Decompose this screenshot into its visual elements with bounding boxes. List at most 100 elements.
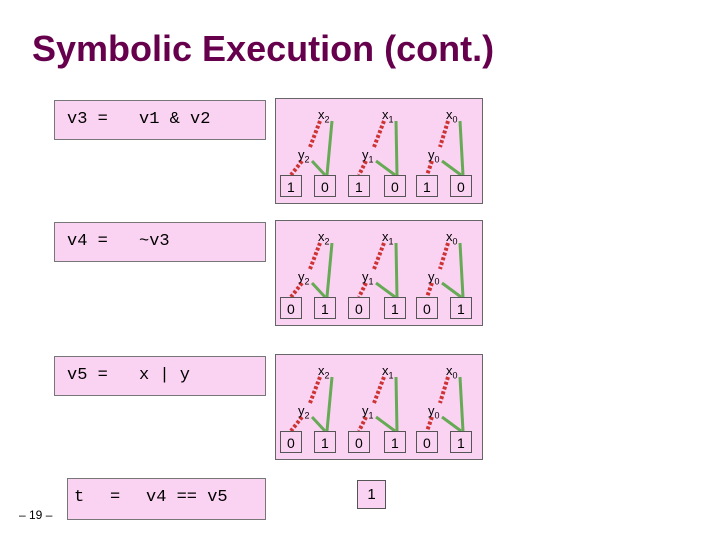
bdd-leaf: 1 [450, 431, 472, 453]
bdd-edges [289, 242, 465, 299]
edge-y1-high [375, 281, 396, 299]
bdd-node-y0: y0 [428, 147, 440, 165]
bdd-leaf-value: 1 [321, 301, 329, 317]
bdd-node-x2: x2 [318, 107, 330, 125]
edge-x0-high [458, 242, 465, 298]
edge-x2-to-y2 [308, 376, 322, 404]
edge-x2-high [325, 376, 334, 432]
bdd-node-x0: x0 [446, 107, 458, 125]
bdd-leaf: 1 [314, 297, 336, 319]
bdd-leaf: 0 [280, 297, 302, 319]
bdd-node-y0: y0 [428, 403, 440, 421]
edge-y2-low [289, 415, 304, 433]
bdd-node-y1: y1 [362, 269, 374, 287]
edge-y1-high [375, 159, 396, 177]
edge-x2-high [325, 242, 334, 298]
bdd-v5: x2 x1 x0 y2 y1 y0 0 1 0 1 0 1 [275, 354, 483, 460]
bdd-node-x2: x2 [318, 363, 330, 381]
edge-y0-high [441, 159, 462, 177]
edge-x0-to-y0 [438, 242, 450, 270]
bdd-leaf: 1 [416, 175, 438, 197]
edge-x1-high [394, 376, 399, 432]
edge-y2-low [289, 159, 304, 177]
bdd-leaf-value: 1 [355, 179, 363, 195]
bdd-leaf: 0 [450, 175, 472, 197]
edge-y2-high [310, 159, 327, 177]
edge-x1-high [394, 242, 399, 298]
slide-title: Symbolic Execution (cont.) [32, 28, 495, 69]
edge-y2-high [310, 281, 327, 299]
equation-t-box: t = v4 == v5 [67, 478, 266, 520]
bdd-leaf: 1 [348, 175, 370, 197]
edge-y1-low [357, 160, 368, 176]
bdd-leaf: 1 [450, 297, 472, 319]
bdd-leaf: 0 [416, 431, 438, 453]
edge-x0-to-y0 [438, 376, 450, 404]
bdd-leaf: 1 [280, 175, 302, 197]
edge-x0-high [458, 376, 465, 432]
bdd-leaf: 0 [416, 297, 438, 319]
edge-y0-low [425, 160, 434, 176]
bdd-leaf-value: 0 [391, 179, 399, 195]
edge-x2-to-y2 [308, 242, 322, 270]
bdd-node-x0: x0 [446, 229, 458, 247]
edge-y0-low [425, 282, 434, 298]
edge-x0-to-y0 [438, 120, 450, 148]
bdd-leaf: 0 [314, 175, 336, 197]
edge-y1-high [375, 415, 396, 433]
bdd-leaf-value: 0 [423, 301, 431, 317]
equation-v4-box: v4 = ~v3 [54, 222, 266, 262]
edge-y0-high [441, 415, 462, 433]
bdd-leaf-value: 0 [321, 179, 329, 195]
bdd-node-y0: y0 [428, 269, 440, 287]
bdd-leaf-value: 0 [287, 435, 295, 451]
bdd-node-x1: x1 [382, 229, 394, 247]
bdd-leaf-value: 0 [355, 301, 363, 317]
bdd-leaf: 1 [384, 297, 406, 319]
equation-v3-box: v3 = v1 & v2 [54, 100, 266, 140]
edge-y1-low [357, 282, 368, 298]
equation-v3-rhs: v1 & v2 [139, 110, 211, 129]
equation-t-rhs: v4 == v5 [146, 488, 228, 507]
bdd-leaf-value: 1 [321, 435, 329, 451]
bdd-leaf: 0 [384, 175, 406, 197]
equation-v5-box: v5 = x | y [54, 356, 266, 396]
slide-number: – 19 – [19, 508, 53, 522]
bdd-leaf-value: 1 [423, 179, 431, 195]
bdd-leaf: 0 [348, 297, 370, 319]
edge-x1-to-y1 [372, 242, 386, 270]
bdd-leaf-value: 0 [355, 435, 363, 451]
bdd-leaf: 0 [348, 431, 370, 453]
bdd-leaf-value: 1 [457, 301, 465, 317]
bdd-node-y2: y2 [298, 269, 310, 287]
bdd-leaf: 1 [314, 431, 336, 453]
bdd-node-y2: y2 [298, 403, 310, 421]
bdd-leaf-value: 1 [287, 179, 295, 195]
bdd-leaf-value: 0 [457, 179, 465, 195]
equation-v3-lhs: v3 = [67, 110, 108, 129]
equation-v4-lhs: v4 = [67, 232, 108, 251]
result-box: 1 [357, 480, 386, 509]
bdd-node-y1: y1 [362, 147, 374, 165]
equation-t-lhs: t [74, 488, 85, 507]
equation-v4-rhs: ~v3 [139, 232, 170, 251]
edge-y0-high [441, 281, 462, 299]
bdd-node-y2: y2 [298, 147, 310, 165]
equation-v5-rhs: x | y [139, 366, 191, 385]
edge-y2-low [289, 281, 304, 299]
bdd-node-x1: x1 [382, 363, 394, 381]
bdd-node-y1: y1 [362, 403, 374, 421]
bdd-node-x0: x0 [446, 363, 458, 381]
edge-y2-high [310, 415, 327, 433]
bdd-leaf-value: 0 [287, 301, 295, 317]
edge-x2-to-y2 [308, 120, 322, 148]
bdd-edges [289, 120, 465, 177]
bdd-leaf-value: 0 [423, 435, 431, 451]
bdd-leaf-value: 1 [391, 435, 399, 451]
bdd-leaf: 1 [384, 431, 406, 453]
equation-v5-lhs: v5 = [67, 366, 108, 385]
edge-x2-high [325, 120, 334, 176]
equation-t-eq: = [110, 488, 121, 507]
bdd-edges [289, 376, 465, 433]
